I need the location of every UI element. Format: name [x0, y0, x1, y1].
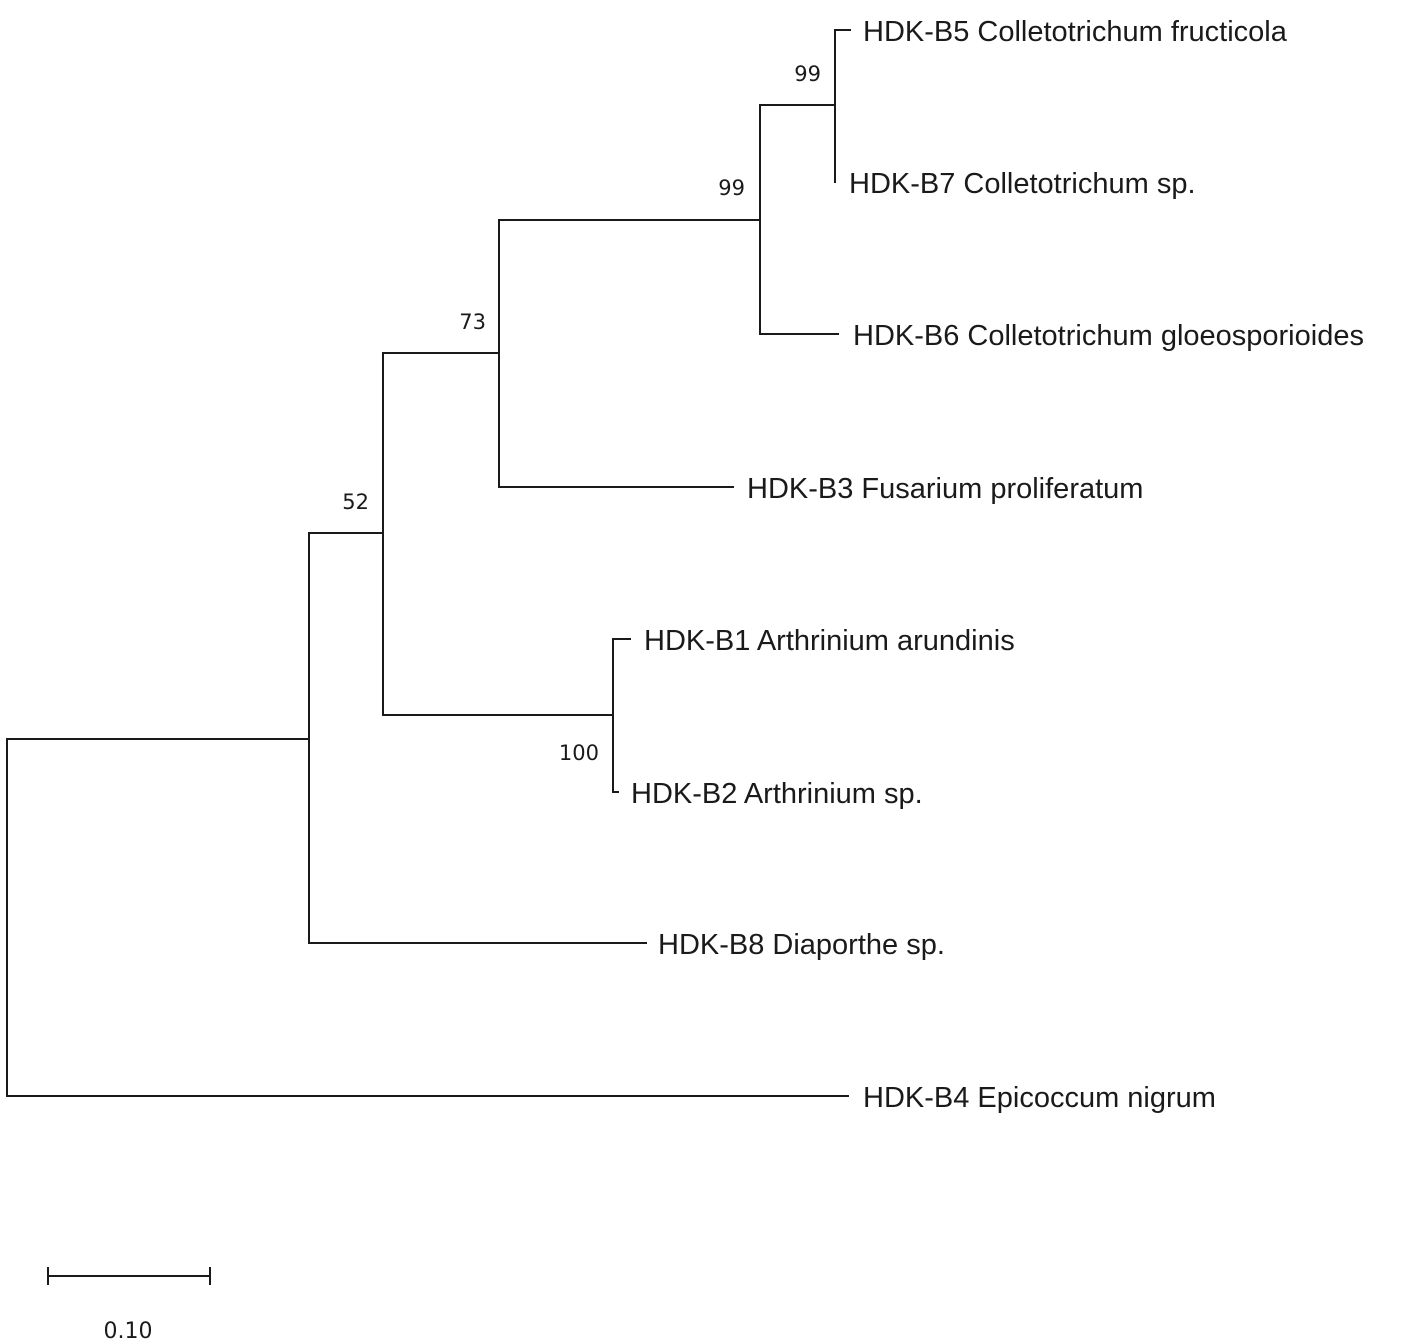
support-value-colletotrichum-fusarium: 73	[459, 310, 486, 334]
leaf-label-b8: HDK-B8 Diaporthe sp.	[658, 929, 945, 961]
leaf-label-b4: HDK-B4 Epicoccum nigrum	[863, 1082, 1216, 1114]
leaf-label-b2: HDK-B2 Arthrinium sp.	[631, 778, 923, 810]
scale-bar-label: 0.10	[104, 1319, 153, 1344]
leaf-labels: HDK-B5 Colletotrichum fructicola HDK-B7 …	[631, 16, 1364, 1114]
leaf-label-b3: HDK-B3 Fusarium proliferatum	[747, 473, 1143, 505]
scale-bar: 0.10	[47, 1267, 211, 1344]
leaf-label-b6: HDK-B6 Colletotrichum gloeosporioides	[853, 320, 1364, 352]
support-value-ingroup-core: 52	[342, 490, 369, 514]
support-values: 99 99 73 52 100	[342, 62, 821, 765]
support-value-b5-b7: 99	[794, 62, 821, 86]
leaf-label-b7: HDK-B7 Colletotrichum sp.	[849, 168, 1196, 200]
leaf-label-b5: HDK-B5 Colletotrichum fructicola	[863, 16, 1288, 48]
leaf-label-b1: HDK-B1 Arthrinium arundinis	[644, 625, 1015, 657]
support-value-arthrinium: 100	[559, 741, 599, 765]
support-value-colletotrichum: 99	[718, 176, 745, 200]
tree-branches	[6, 29, 851, 1097]
